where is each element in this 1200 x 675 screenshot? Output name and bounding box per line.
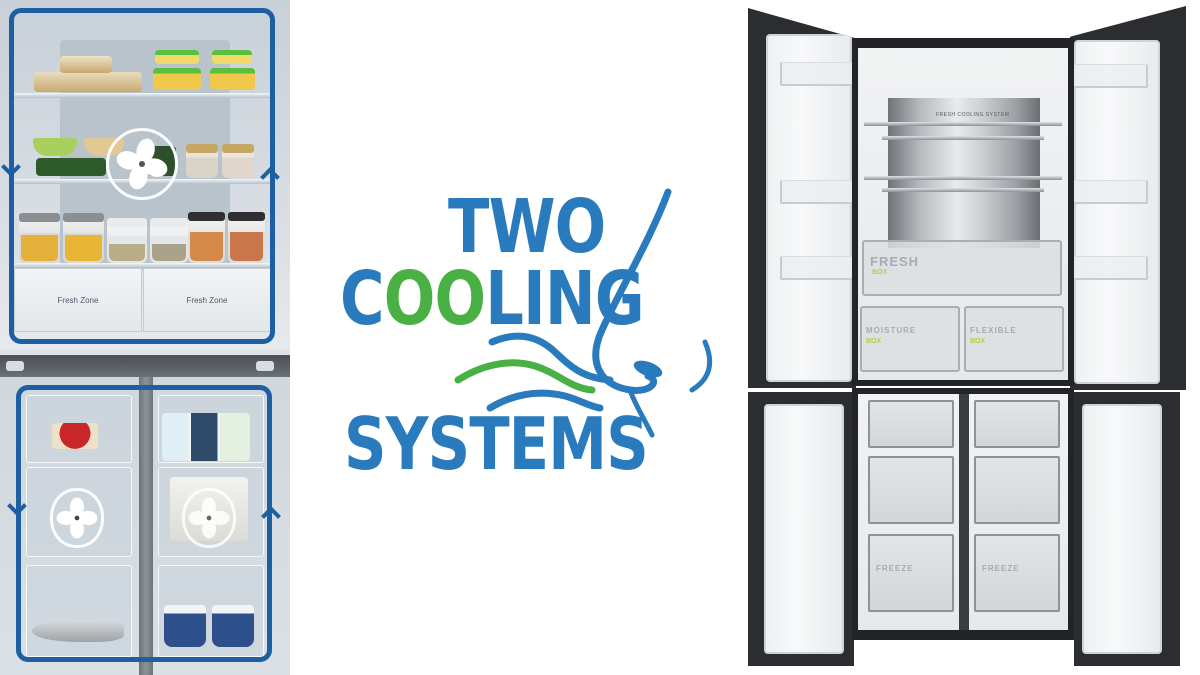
fridge-interior: FRESH COOLING SYSTEM FRESH BOX MOISTURE … [858, 48, 1068, 380]
ice-cream-tub [212, 605, 254, 647]
freezer-compartment [0, 355, 290, 675]
crisper-sublabel: BOX [872, 269, 888, 276]
logo-word-two: TWO [448, 184, 606, 270]
fresh-zone-drawer[interactable]: Fresh Zone [14, 268, 142, 332]
green-box [36, 158, 106, 176]
fresh-box-drawer[interactable]: FRESH BOX [862, 240, 1062, 296]
freezer-tray[interactable] [974, 400, 1060, 448]
food-containers [60, 56, 112, 73]
glass-shelf [864, 122, 1062, 126]
freezer-drawer[interactable]: FREEZE [868, 534, 954, 612]
freezer-interior: FREEZE FREEZE [858, 394, 1068, 630]
fan-icon [50, 488, 104, 548]
green-lid-containers [210, 68, 255, 90]
door-shelf [1066, 180, 1148, 204]
hinge-bar [0, 355, 290, 377]
crisper-label: FRESH [870, 254, 920, 269]
crisper-label: FLEXIBLE [970, 326, 1017, 335]
glass-shelf [14, 263, 272, 268]
refrigerator-product-photo: FRESH COOLING SYSTEM FRESH BOX MOISTURE … [740, 0, 1200, 675]
drawer-label: Fresh Zone [186, 295, 228, 305]
strawberries [52, 423, 98, 449]
door-shelf [780, 62, 864, 86]
center-mullion [959, 394, 969, 630]
green-bowl [33, 138, 77, 156]
freezer-drawer[interactable]: FREEZE [974, 534, 1060, 612]
hinge [256, 361, 274, 371]
pasta-jar [228, 212, 265, 263]
pasta-jar [19, 213, 60, 263]
two-cooling-systems-logo: TWO COOLING SYSTEMS [330, 180, 730, 490]
logo-word-systems: SYSTEMS [344, 402, 649, 486]
green-lid-containers [212, 50, 252, 64]
right-lower-door [1074, 392, 1180, 666]
door-liner [1074, 40, 1160, 384]
fish [32, 620, 124, 642]
fresh-zone-drawer[interactable]: Fresh Zone [143, 268, 271, 332]
center-divider [139, 377, 153, 675]
freezer-drawer[interactable] [868, 456, 954, 524]
pasta-jar [188, 212, 225, 263]
ice-cream-pints [162, 413, 250, 461]
freezer-cabinet: FREEZE FREEZE [852, 388, 1074, 640]
door-liner [1082, 404, 1162, 654]
hinge [6, 361, 24, 371]
glass-shelf [882, 136, 1044, 140]
freezer-label: FREEZE [876, 564, 914, 573]
jar [222, 144, 254, 178]
stainless-back-panel [888, 98, 1040, 248]
airflow-loop [9, 8, 275, 344]
flexible-box-drawer[interactable]: FLEXIBLE BOX [964, 306, 1064, 372]
door-liner [764, 404, 844, 654]
door-shelf [1066, 64, 1148, 88]
green-lid-containers [155, 50, 199, 64]
drawer-label: Fresh Zone [57, 295, 99, 305]
grain-jar [150, 218, 188, 263]
glass-shelf [864, 176, 1062, 180]
jar [186, 144, 218, 178]
ice-cream-tub [164, 605, 206, 647]
logo-swoosh-graphic [454, 188, 712, 438]
airflow-loop [16, 385, 272, 662]
green-lid-containers [153, 68, 201, 90]
grain-jar [107, 218, 147, 263]
fridge-compartment: Fresh Zone Fresh Zone [0, 0, 290, 350]
glass-shelf [882, 188, 1044, 192]
crisper-sublabel: BOX [970, 338, 986, 345]
fridge-cabinet: FRESH COOLING SYSTEM FRESH BOX MOISTURE … [852, 38, 1074, 386]
logo-word-cooling: COOLING [340, 262, 645, 336]
fridge-interior-illustration: Fresh Zone Fresh Zone [0, 0, 290, 675]
door-shelf [780, 180, 864, 204]
logo-cooling-prefix: C [340, 256, 385, 342]
door-shelf [780, 256, 864, 280]
fan-icon [106, 128, 178, 200]
logo-cooling-suffix: LING [485, 256, 644, 342]
freezer-tray[interactable] [868, 400, 954, 448]
moisture-box-drawer[interactable]: MOISTURE BOX [860, 306, 960, 372]
glass-shelf [14, 93, 272, 98]
door-liner [766, 34, 852, 382]
back-panel-label: FRESH COOLING SYSTEM [936, 112, 1010, 118]
crisper-sublabel: BOX [866, 338, 882, 345]
fan-icon [182, 488, 236, 548]
door-shelf [1066, 256, 1148, 280]
freezer-label: FREEZE [982, 564, 1020, 573]
crisper-label: MOISTURE [866, 326, 917, 335]
pasta-jar [63, 213, 104, 263]
food-containers [34, 72, 142, 92]
left-lower-door [748, 392, 854, 666]
logo-cooling-recycle-oo: OO [383, 256, 486, 342]
freezer-drawer[interactable] [974, 456, 1060, 524]
